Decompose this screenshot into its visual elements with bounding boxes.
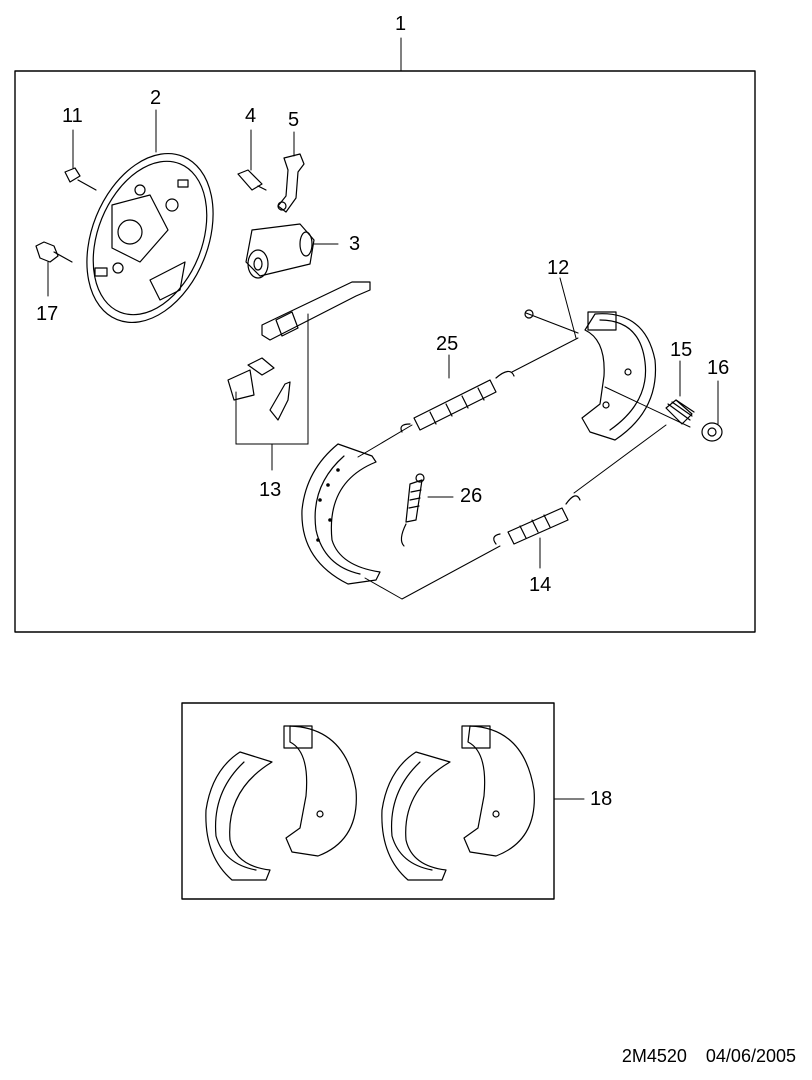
shoe-pair-1 [205, 725, 357, 881]
brake-shoe-right [581, 311, 657, 441]
shoe-pair-2 [381, 725, 535, 881]
bolt-11 [64, 167, 97, 191]
assembly-frame [14, 70, 756, 633]
callout-15: 15 [670, 339, 693, 361]
spring-14 [493, 495, 581, 545]
brake-shoe-left [301, 443, 381, 585]
callout-18: 18 [590, 788, 613, 810]
bleeder-17 [35, 241, 73, 263]
callout-13: 13 [259, 479, 282, 501]
callout-12: 12 [547, 257, 570, 279]
callout-26: 26 [460, 485, 483, 507]
drawing-date: 04/06/2005 [705, 1046, 796, 1066]
spring-25 [400, 370, 515, 433]
callout-2: 2 [150, 87, 162, 109]
link-5 [277, 153, 305, 213]
spring-15 [665, 399, 695, 425]
retainer-16 [701, 422, 723, 442]
leader-lines [47, 37, 719, 800]
callout-1: 1 [395, 13, 407, 35]
callout-4: 4 [245, 105, 257, 127]
callout-5: 5 [288, 109, 300, 131]
spring-26 [400, 473, 425, 547]
bleeder-screw-4 [237, 169, 267, 191]
backing-plate [86, 152, 214, 324]
callout-14: 14 [529, 574, 552, 596]
hold-down-pin-12 [524, 309, 579, 334]
shoe-kit-frame [181, 702, 555, 900]
adjuster-13 [227, 281, 371, 421]
callout-25: 25 [436, 333, 459, 355]
callout-16: 16 [707, 357, 730, 379]
drawing-footer: 2M4520 04/06/2005 [622, 1046, 796, 1067]
drawing-number: 2M4520 [621, 1046, 687, 1066]
callout-3: 3 [349, 233, 361, 255]
callout-17: 17 [36, 303, 59, 325]
wheel-cylinder-3 [245, 223, 315, 279]
callout-11: 11 [62, 105, 83, 127]
